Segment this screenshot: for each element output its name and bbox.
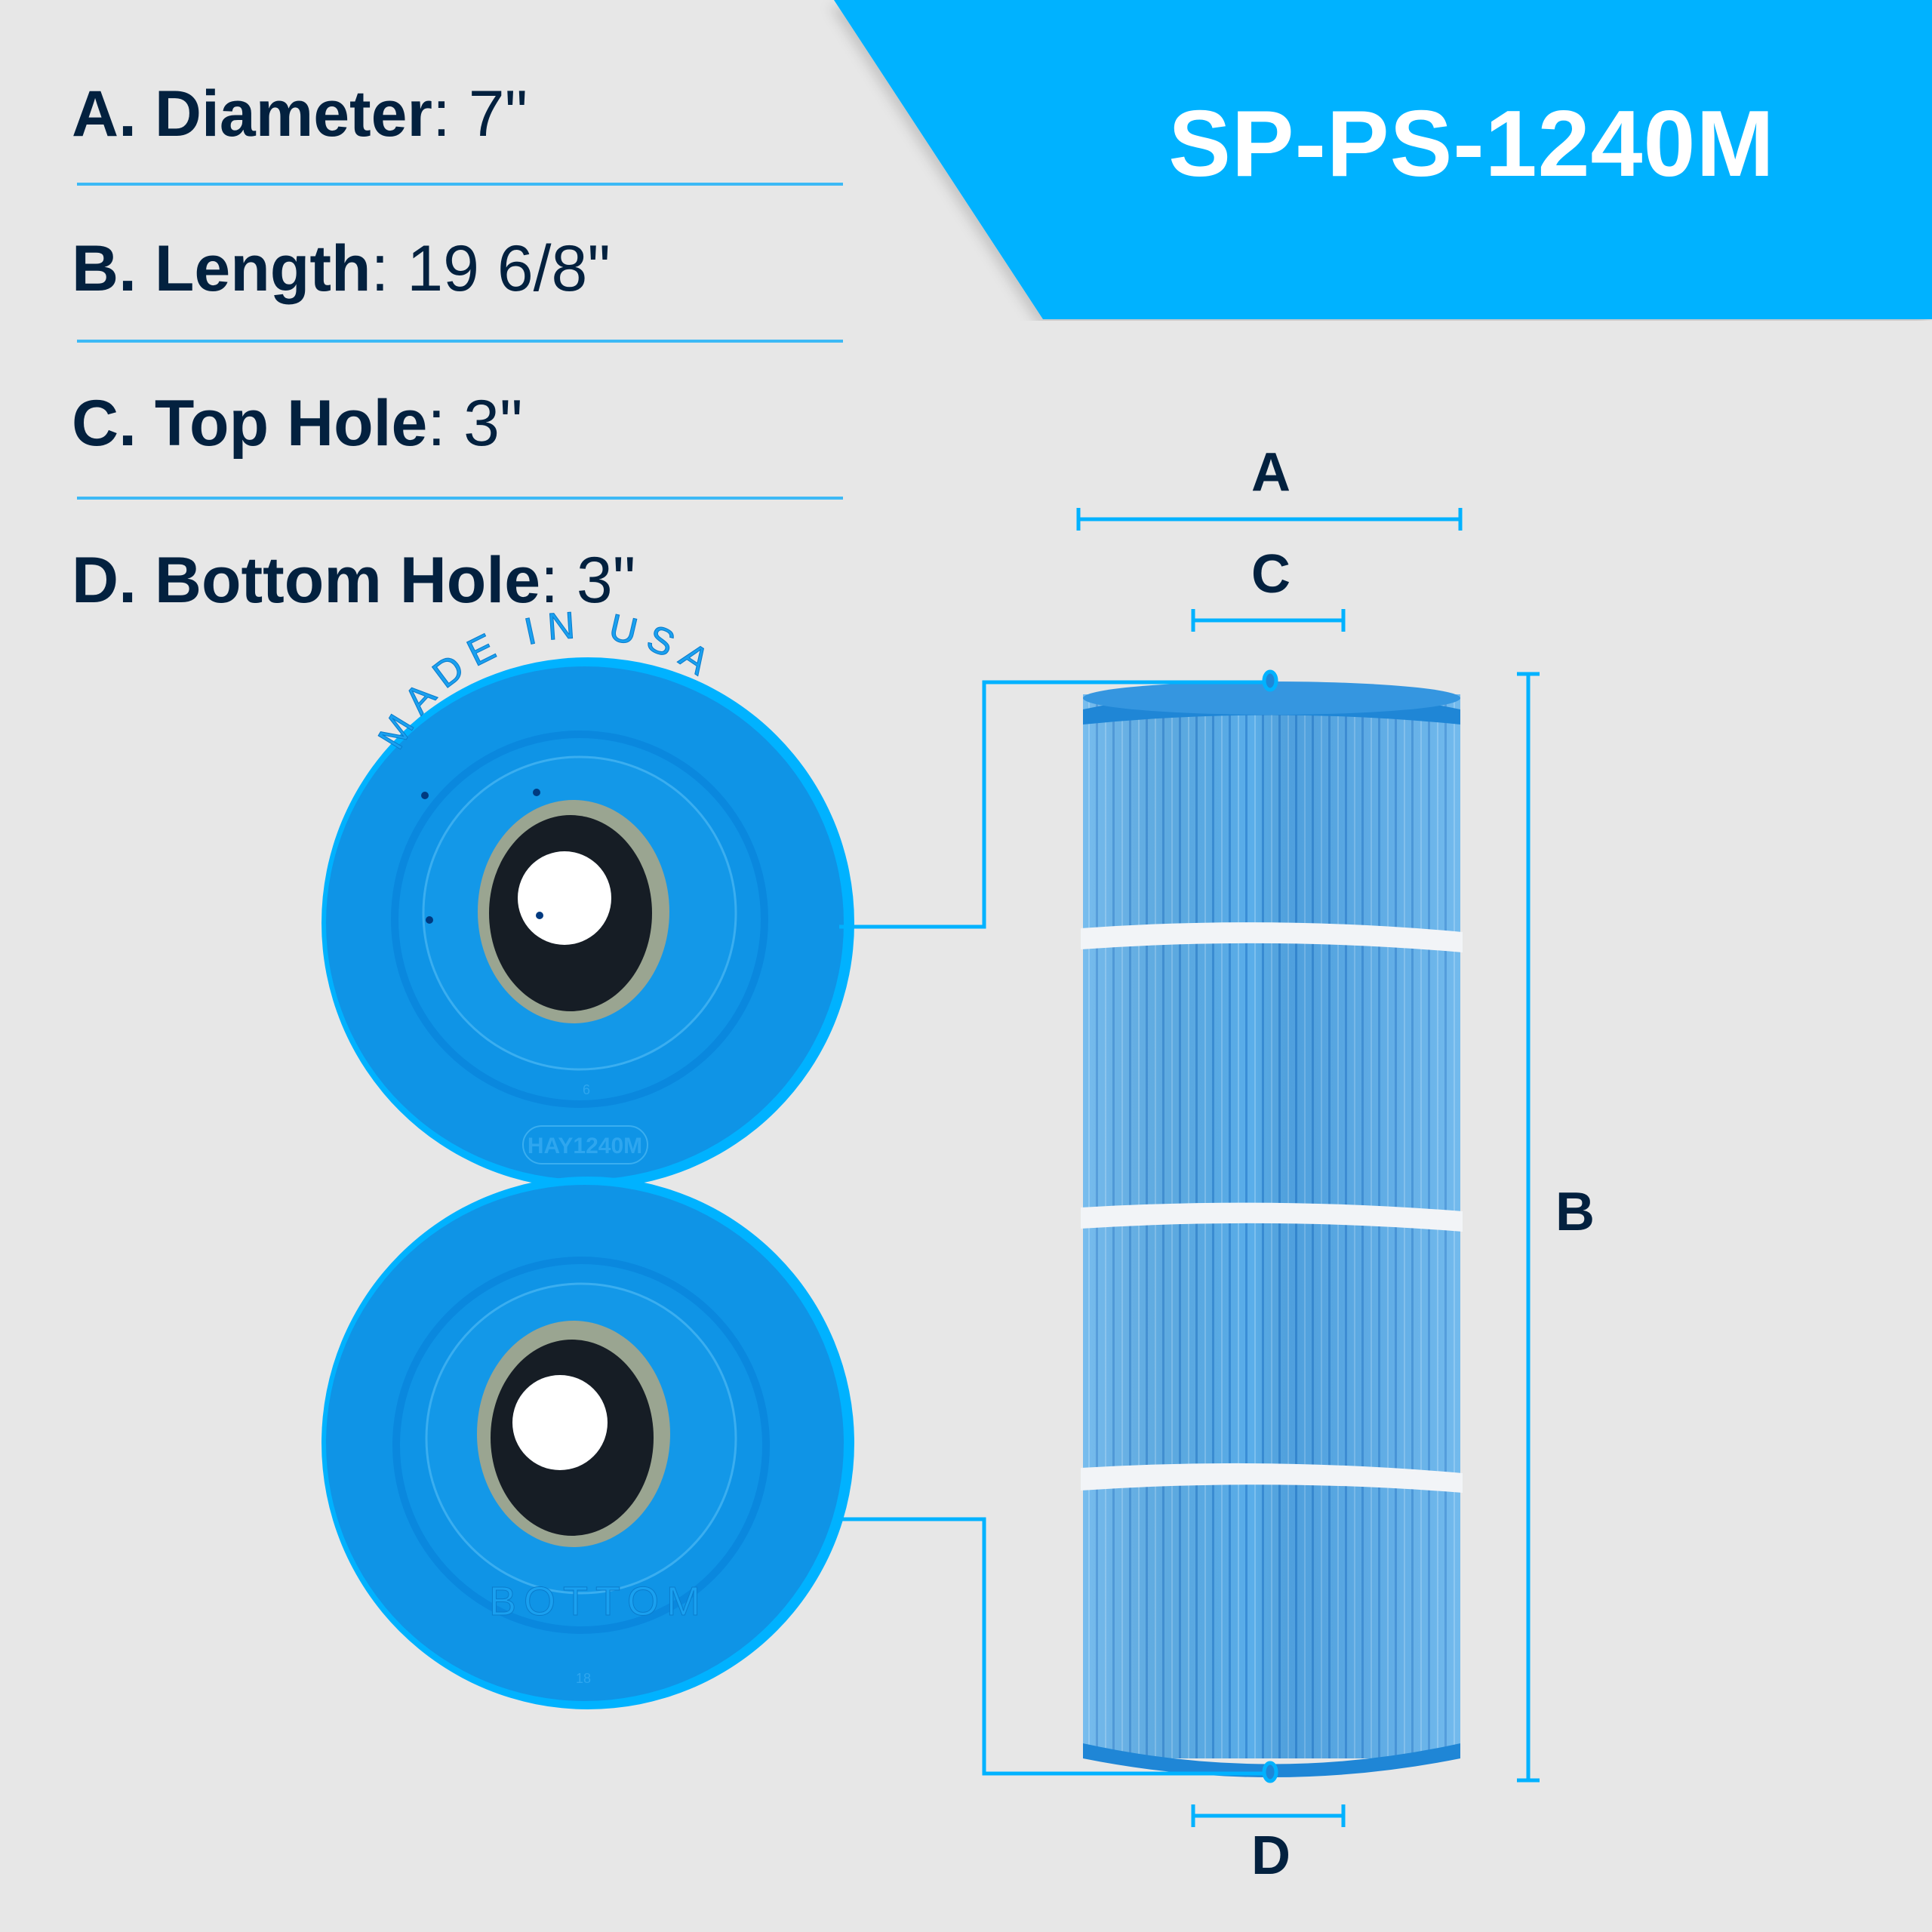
embossed-model-badge: HAY1240M [528,1134,642,1158]
spec-bottom-hole: D. Bottom Hole: 3" [72,543,635,618]
bottom-cap-view: BOTTOM 18 [321,1177,854,1709]
dimension-label-b: B [1555,1182,1595,1242]
top-cap-view: MADE IN USA HAY1240M 6 [321,603,854,1189]
divider [77,497,843,500]
mold-mark: 18 [576,1671,591,1686]
spec-value: : 3" [427,387,523,460]
dimension-label-d: D [1251,1826,1291,1886]
mold-mark: 6 [583,1082,590,1097]
spec-label: D. Bottom Hole [72,544,541,617]
spec-value: : 19 6/8" [371,232,611,305]
spec-length: B. Length: 19 6/8" [72,232,611,306]
divider [77,340,843,343]
divider [77,183,843,186]
spec-top-hole: C. Top Hole: 3" [72,386,523,461]
spec-label: C. Top Hole [72,387,428,460]
model-banner: SP-PS-1240M [0,0,1932,321]
spec-label: B. Length [72,232,371,305]
cartridge-side-view [1081,681,1463,1777]
band-strap [1081,922,1463,952]
model-number: SP-PS-1240M [1168,92,1775,196]
dimension-label-c: C [1251,544,1291,605]
callout-connectors [839,680,1268,1776]
spec-diameter: A. Diameter: 7" [72,77,528,152]
banner-shape [834,0,1932,319]
spec-value: : 3" [540,544,636,617]
band-strap [1081,1463,1463,1493]
spec-label: A. Diameter [72,78,432,150]
embossed-bottom: BOTTOM [489,1579,708,1624]
spec-value: : 7" [432,78,528,150]
dimension-lines [1076,508,1540,1827]
band-strap [1081,1202,1463,1232]
dimension-label-a: A [1251,442,1291,503]
